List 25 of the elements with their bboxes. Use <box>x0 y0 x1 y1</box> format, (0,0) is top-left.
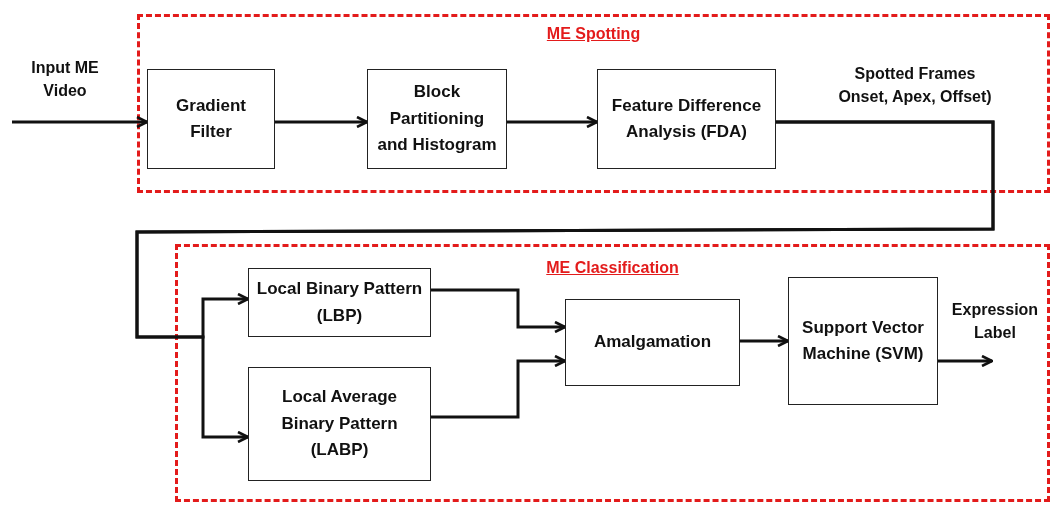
process-box <box>248 367 431 481</box>
process-box <box>597 69 776 169</box>
box-text: Local Binary Pattern (LBP) <box>255 278 424 327</box>
process-box <box>147 69 275 169</box>
box-text: Support Vector Machine (SVM) <box>801 316 925 365</box>
arrow <box>275 115 369 129</box>
arrow <box>135 120 995 444</box>
arrow <box>12 115 149 129</box>
process-box <box>565 299 740 386</box>
arrow <box>431 354 567 419</box>
box-text: Local Average Binary Pattern (LABP) <box>280 386 399 462</box>
region-title: ME Classification <box>545 259 680 277</box>
box-text: Amalgamation <box>592 331 713 354</box>
arrow <box>938 354 994 368</box>
box-text: Gradient Filter <box>175 94 247 143</box>
dashed-region <box>175 244 1050 502</box>
arrow <box>431 288 567 334</box>
process-box <box>248 268 431 337</box>
process-box <box>367 69 507 169</box>
region-title: ME Spotting <box>545 25 642 43</box>
arrow <box>507 115 599 129</box>
process-box <box>788 277 938 405</box>
arrow <box>740 334 790 348</box>
box-text: Feature Difference Analysis (FDA) <box>610 94 763 143</box>
box-text: Block Partitioning and Histogram <box>376 81 498 157</box>
